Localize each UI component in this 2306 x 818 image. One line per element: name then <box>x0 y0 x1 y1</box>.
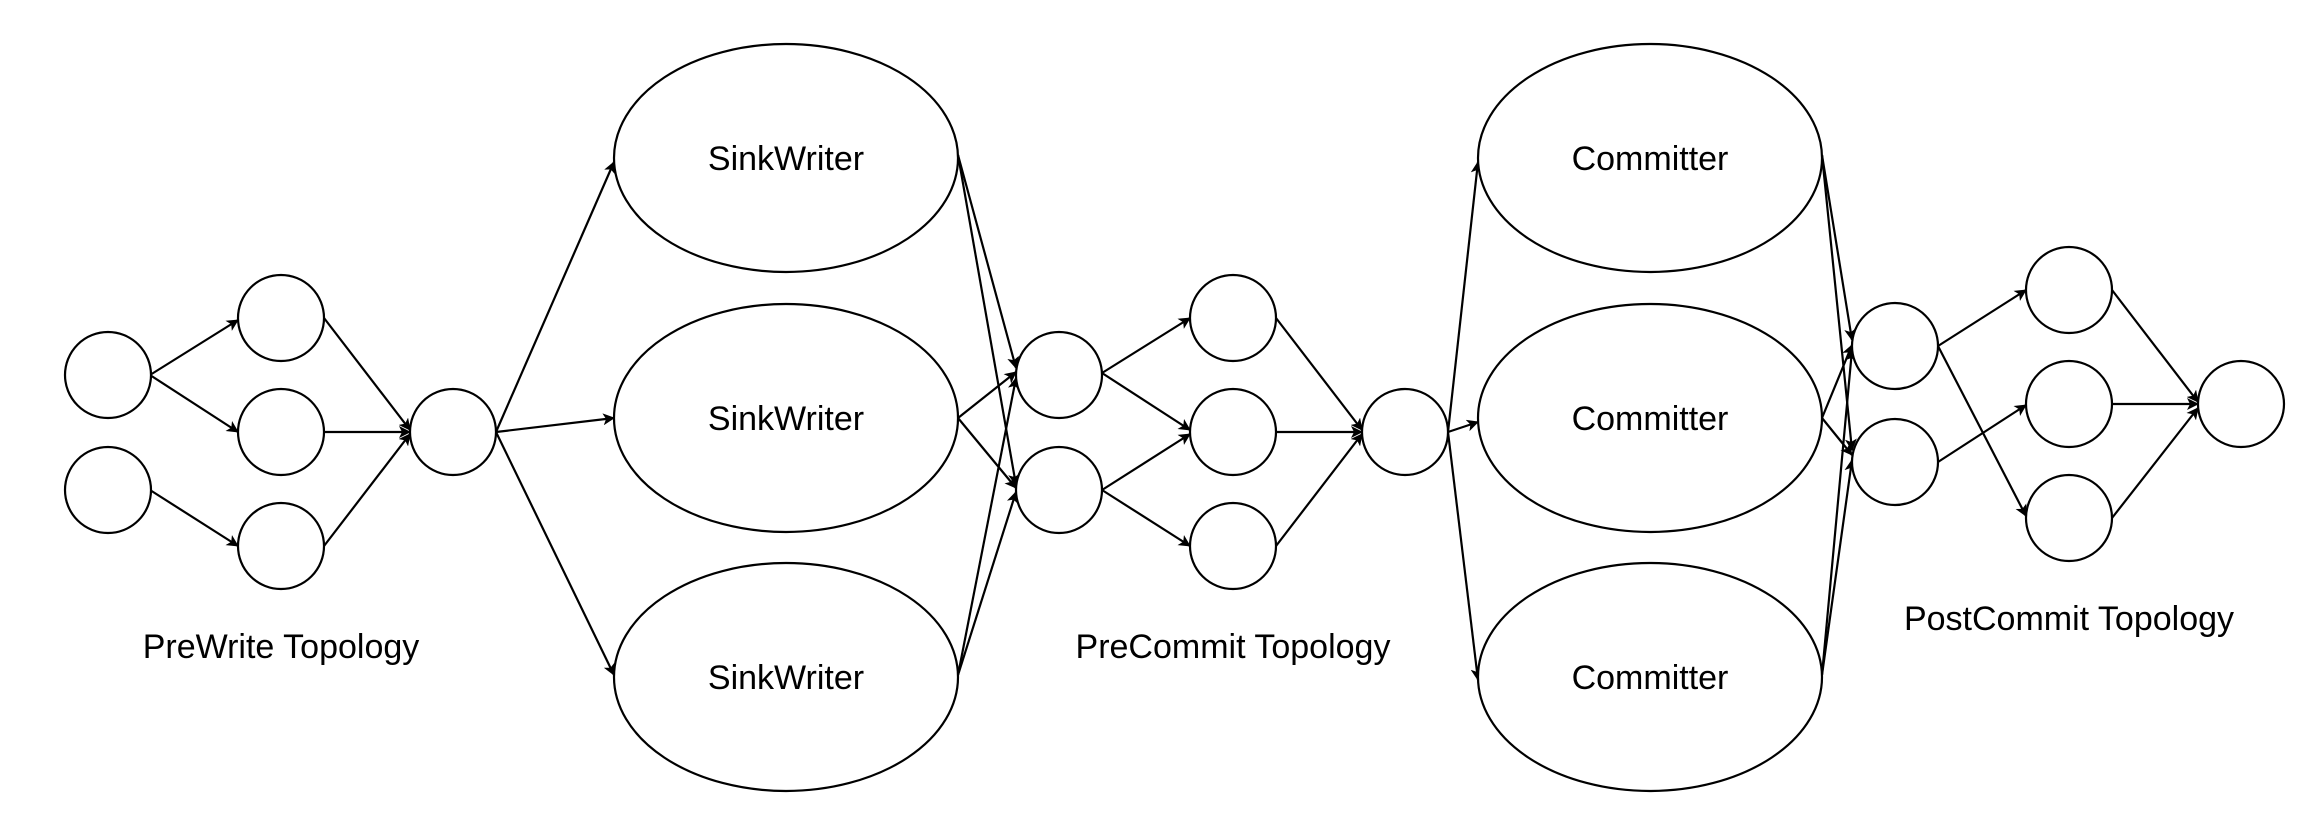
edge <box>149 489 239 547</box>
precommit-caption: PreCommit Topology <box>1076 628 1391 666</box>
prewrite-node <box>408 387 498 477</box>
prewrite-node <box>236 501 326 591</box>
sinkwriter-node <box>612 561 960 793</box>
edge <box>956 154 1019 369</box>
sinkwriter-label: SinkWriter <box>708 140 864 178</box>
edge <box>149 374 239 433</box>
precommit-node <box>1014 330 1104 420</box>
committer-label: Committer <box>1572 659 1729 697</box>
prewrite-node <box>236 387 326 477</box>
precommit-node <box>1188 387 1278 477</box>
prewrite-caption: PreWrite Topology <box>143 628 420 666</box>
edge <box>1101 372 1191 431</box>
postcommit-node <box>2024 245 2114 335</box>
edge <box>956 377 1020 676</box>
sinkwriter-label: SinkWriter <box>708 400 864 438</box>
edge <box>957 371 1017 419</box>
precommit-node <box>1188 501 1278 591</box>
edge <box>1820 459 1857 676</box>
committer-label: Committer <box>1572 400 1729 438</box>
edge <box>149 319 239 376</box>
committer-node <box>1476 561 1824 793</box>
edge <box>1447 419 1479 434</box>
prewrite-node <box>236 273 326 363</box>
edges <box>149 154 2199 681</box>
sinkwriter-node <box>612 42 960 274</box>
sinkwriter-label: SinkWriter <box>708 659 864 697</box>
edge <box>1937 345 2027 517</box>
edge <box>1937 289 2027 347</box>
edge <box>495 431 615 676</box>
edge <box>956 154 1021 486</box>
edge <box>494 161 616 433</box>
committer-node <box>1476 42 1824 274</box>
precommit-node <box>1360 387 1450 477</box>
edge <box>323 433 411 547</box>
postcommit-node <box>2196 359 2286 449</box>
edge <box>1821 417 1853 456</box>
edge <box>1275 317 1363 431</box>
edge <box>2111 407 2199 519</box>
edge <box>1937 404 2027 463</box>
edge <box>2111 289 2199 403</box>
edge <box>1820 349 1857 676</box>
committer-label: Committer <box>1572 140 1729 178</box>
committers: Committer Committer Committer <box>1476 42 1824 793</box>
edge <box>1101 433 1191 491</box>
sinkwriters: SinkWriter SinkWriter SinkWriter <box>612 42 960 793</box>
edge <box>1446 161 1483 433</box>
edge <box>1101 317 1191 374</box>
precommit-node <box>1188 273 1278 363</box>
postcommit-node <box>2024 473 2114 563</box>
sinkwriter-node <box>612 302 960 534</box>
committer-node <box>1476 302 1824 534</box>
precommit-node <box>1014 445 1104 535</box>
prewrite-node <box>63 445 153 535</box>
edge <box>957 417 1017 489</box>
edge <box>956 491 1019 676</box>
postcommit-topology <box>1850 245 2286 563</box>
postcommit-caption: PostCommit Topology <box>1904 600 2234 638</box>
edge <box>1820 154 1857 341</box>
edge <box>323 317 411 431</box>
postcommit-node <box>2024 359 2114 449</box>
precommit-topology <box>1014 273 1450 591</box>
prewrite-node <box>63 330 153 420</box>
edge <box>1275 433 1363 547</box>
edge <box>1446 431 1483 681</box>
postcommit-node <box>1850 417 1940 507</box>
edge <box>1101 489 1191 547</box>
edge <box>495 413 615 434</box>
prewrite-topology <box>63 273 498 591</box>
postcommit-node <box>1850 301 1940 391</box>
